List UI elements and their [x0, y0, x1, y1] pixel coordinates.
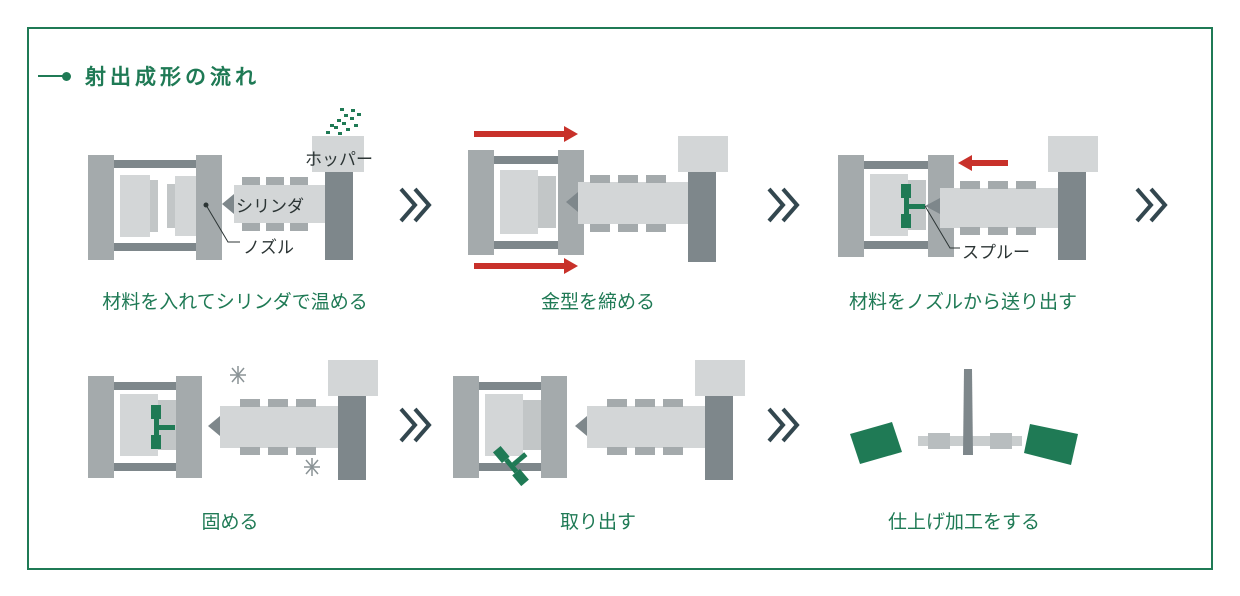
red-arrow-icon — [958, 155, 1008, 171]
diagram-frame — [27, 27, 1213, 570]
molded-part — [151, 405, 175, 449]
diagram-title: 射出成形の流れ — [85, 64, 260, 89]
gate-piece-right — [1024, 424, 1078, 465]
step-5-caption: 取り出す — [559, 511, 637, 533]
ejected-part — [492, 445, 529, 487]
cylinder-label: シリンダ — [236, 197, 304, 217]
step-2-caption: 金型を締める — [540, 291, 656, 313]
sprue-part — [901, 184, 925, 228]
snowflake-icon — [304, 458, 320, 476]
step-6-illustration — [850, 369, 1078, 465]
step-3-caption: 材料をノズルから送り出す — [848, 291, 1078, 313]
step-2-illustration — [468, 126, 728, 274]
title-block: 射出成形の流れ — [38, 64, 268, 89]
sprue-stem — [963, 369, 973, 455]
chevron-right-icon — [767, 407, 800, 443]
chevron-right-icon — [1135, 187, 1168, 223]
chevron-right-icon — [767, 187, 800, 223]
step-3-illustration — [838, 136, 1098, 260]
step-1-illustration — [88, 108, 364, 260]
title-line — [38, 75, 64, 77]
step-6-caption: 仕上げ加工をする — [887, 511, 1041, 533]
step-5-illustration — [453, 360, 745, 487]
step-4-caption: 固める — [201, 511, 259, 533]
gate-piece-left — [850, 422, 902, 464]
snowflake-icon — [230, 366, 246, 384]
step-1-caption: 材料を入れてシリンダで温める — [102, 291, 368, 313]
chevron-right-icon — [399, 407, 432, 443]
chevron-right-icon — [399, 187, 432, 223]
pellets-icon — [326, 108, 361, 135]
step-4-illustration — [88, 360, 378, 480]
hopper-label: ホッパー — [305, 150, 373, 170]
nozzle-label: ノズル — [243, 238, 294, 258]
title-dot — [62, 71, 71, 81]
red-arrow-icon — [474, 126, 578, 274]
sprue-label: スプルー — [962, 243, 1030, 263]
